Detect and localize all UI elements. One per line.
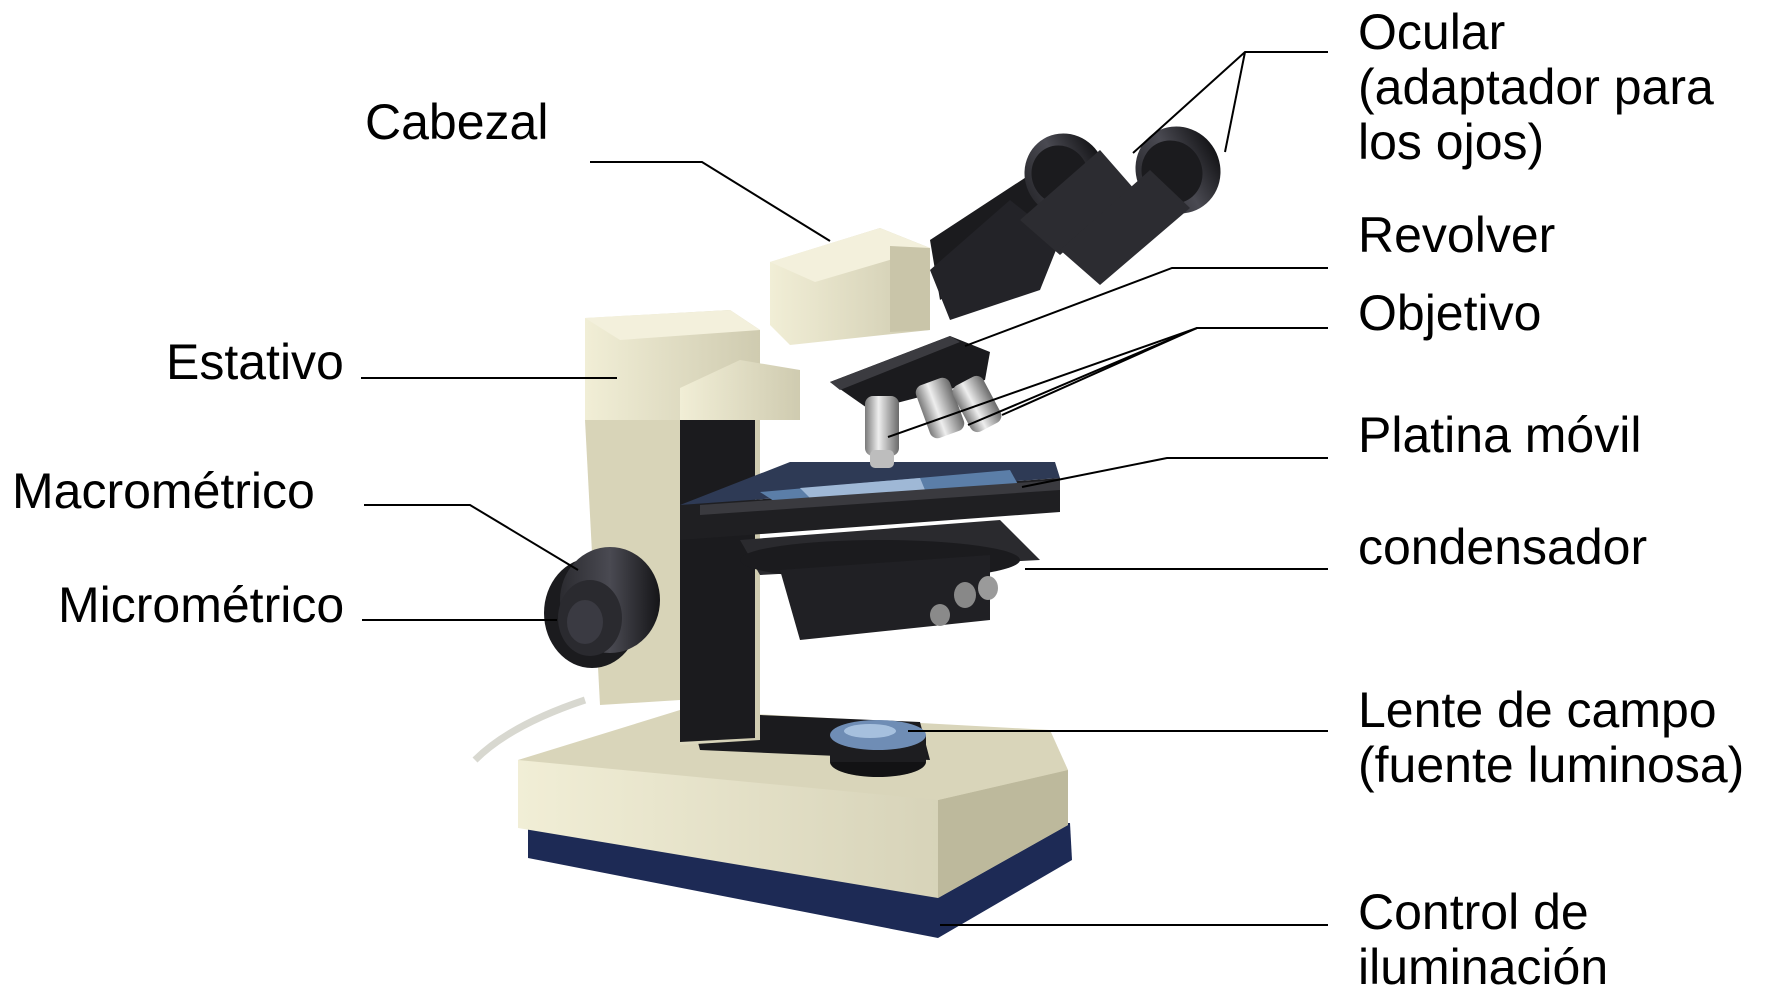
label-objetivo: Objetivo (1358, 286, 1541, 341)
leader-macrometrico (364, 505, 578, 570)
label-ocular: Ocular (adaptador para los ojos) (1358, 5, 1714, 170)
label-condensador: condensador (1358, 520, 1647, 575)
leader-objetivo-3 (1002, 328, 1197, 415)
head (770, 228, 930, 345)
label-revolver: Revolver (1358, 208, 1555, 263)
label-macrometrico: Macrométrico (12, 464, 315, 519)
base (518, 710, 1072, 938)
label-control: Control de iluminación (1358, 885, 1608, 995)
leader-cabezal (590, 162, 830, 241)
label-cabezal: Cabezal (365, 95, 548, 150)
eyepieces (930, 111, 1236, 320)
label-lente: Lente de campo (fuente luminosa) (1358, 683, 1744, 793)
label-estativo: Estativo (166, 335, 344, 390)
label-micrometrico: Micrométrico (58, 578, 344, 633)
label-platina: Platina móvil (1358, 408, 1641, 463)
field-lens (830, 720, 926, 777)
leader-platina (1022, 458, 1328, 487)
